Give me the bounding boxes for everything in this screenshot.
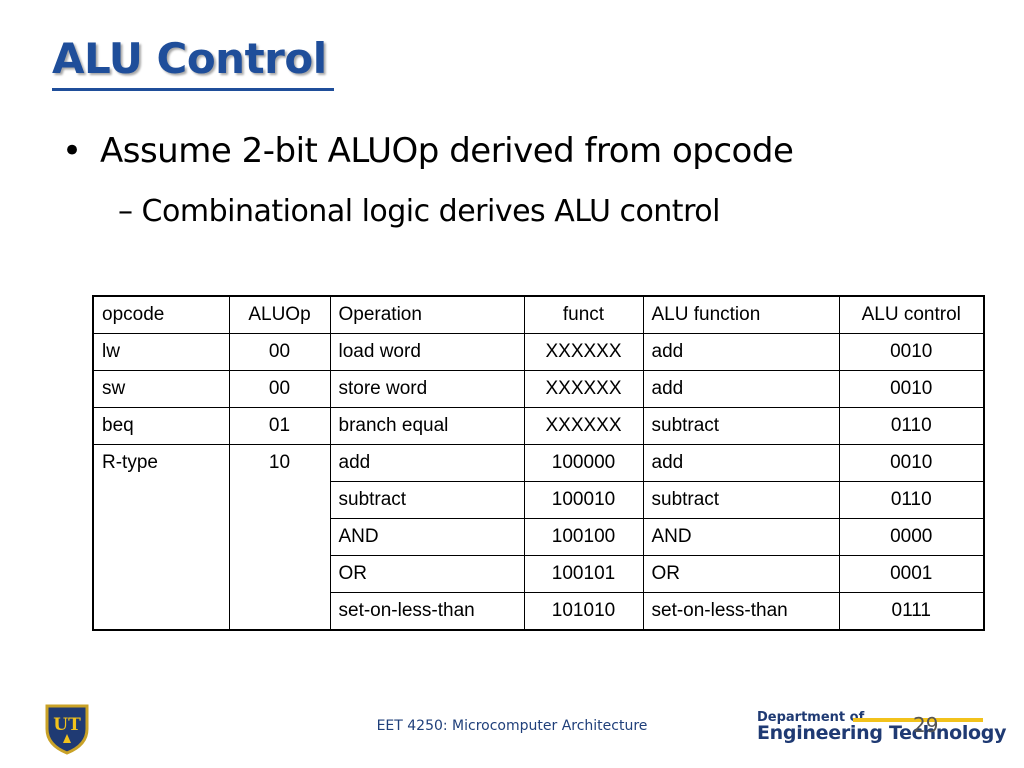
alu-control-table: opcode ALUOp Operation funct ALU functio… [92,295,985,631]
table-cell: sw [92,370,230,408]
header-cell: funct [523,295,644,334]
dept-logo-top: Department of [757,710,865,725]
course-name: EET 4250: Microcomputer Architecture [376,718,648,734]
table-cell: AND [642,518,840,556]
table-cell: load word [329,333,525,371]
bullet-dot-icon: • [62,131,82,171]
table-cell: set-on-less-than [642,592,840,631]
table-row: lw 00 load word XXXXXX add 0010 [92,333,985,371]
table-cell: OR [329,555,525,593]
table-cell: 0111 [838,592,985,631]
table-row: OR 100101 OR 0001 [93,555,985,593]
lamp-icon [63,734,71,743]
table-cell: add [329,444,525,482]
table-cell: 00 [228,370,331,408]
ut-logo-text: UT [53,715,81,735]
table-cell: 100100 [523,518,644,556]
table-row: sw 00 store word XXXXXX add 0010 [92,370,985,408]
table-header-row: opcode ALUOp Operation funct ALU functio… [92,295,985,334]
table-cell: 100010 [523,481,644,519]
table-cell: 0110 [838,481,985,519]
bullet-2-text: Combinational logic derives ALU control [141,194,721,229]
table-cell: store word [329,370,525,408]
table-cell: 0001 [838,555,985,593]
slide-title: ALU Control [52,34,327,83]
table-cell: XXXXXX [523,370,644,408]
table-cell: add [642,333,840,371]
table-cell: 0000 [838,518,985,556]
page-number: 29 [913,713,939,737]
table-row: set-on-less-than 101010 set-on-less-than… [93,592,985,631]
table-cell: branch equal [329,407,525,445]
table-cell: 0010 [838,333,985,371]
header-cell: ALUOp [228,295,331,334]
header-cell: opcode [92,295,230,334]
table-cell-rtype: R-type [92,444,230,631]
bullet-2: – Combinational logic derives ALU contro… [118,194,720,229]
table-cell: set-on-less-than [329,592,525,631]
header-cell: Operation [329,295,525,334]
table-cell: AND [329,518,525,556]
table-cell: XXXXXX [523,407,644,445]
bullet-1-text: Assume 2-bit ALUOp derived from opcode [100,131,794,171]
table-cell: lw [92,333,230,371]
table-row: beq 01 branch equal XXXXXX subtract 0110 [92,407,985,445]
table-cell: 00 [228,333,331,371]
table-cell: subtract [329,481,525,519]
table-row: subtract 100010 subtract 0110 [93,481,985,519]
dept-logo-bar [853,718,983,722]
dept-logo-bottom: Engineering Technology [757,722,1007,744]
table-cell: subtract [642,407,840,445]
table-cell: 101010 [523,592,644,631]
ut-shield-logo: UT [45,704,89,755]
table-row: AND 100100 AND 0000 [93,518,985,556]
table-row: R-type 10 add 100000 add 0010 [92,444,985,631]
bullet-1: • Assume 2-bit ALUOp derived from opcode [62,131,794,171]
title-underline [52,88,334,91]
table-cell: add [642,370,840,408]
table-cell: add [642,444,840,482]
table-cell: 100000 [523,444,644,482]
table-cell: XXXXXX [523,333,644,371]
table-cell: beq [92,407,230,445]
table-cell: 100101 [523,555,644,593]
header-cell: ALU function [642,295,840,334]
table-cell-rtype-aluop: 10 [228,444,331,631]
dash-icon: – [118,194,142,229]
table-cell: subtract [642,481,840,519]
table-cell: OR [642,555,840,593]
table-cell: 01 [228,407,331,445]
header-cell: ALU control [838,295,985,334]
table-cell: 0010 [838,444,985,482]
table-cell: 0110 [838,407,985,445]
table-cell: 0010 [838,370,985,408]
